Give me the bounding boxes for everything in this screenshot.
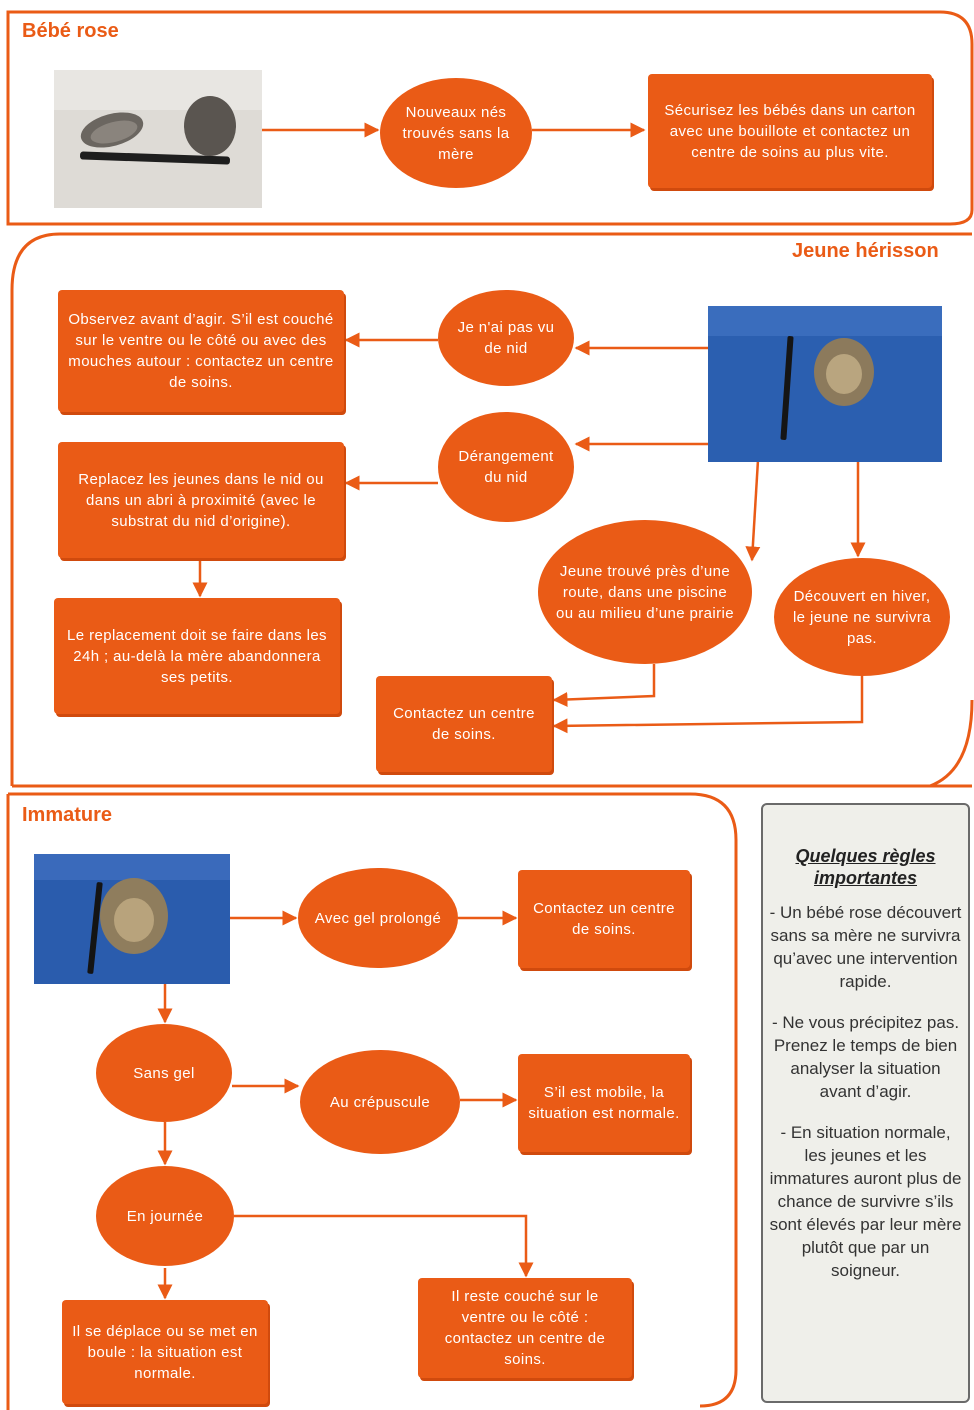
frame-immature xyxy=(8,792,738,1408)
action-secure-babies: Sécurisez les bébés dans un carton avec … xyxy=(648,74,932,188)
arrow-road-to-contact xyxy=(552,664,656,707)
arrow-winter-to-contact xyxy=(552,676,864,734)
frame-jeune xyxy=(10,232,974,788)
arrow-day-to-lying xyxy=(234,1214,534,1278)
rules-title: Quelques règles importantes xyxy=(795,846,936,888)
section-title-bebe-rose: Bébé rose xyxy=(22,20,119,42)
oval-no-nest-seen: Je n'ai pas vu de nid xyxy=(438,290,574,386)
frame-bebe-rose xyxy=(6,10,974,226)
rule-item: - En situation normale, les jeunes et le… xyxy=(769,1123,962,1280)
oval-nest-disturbed: Dérangement du nid xyxy=(438,412,574,522)
oval-at-dusk: Au crépuscule xyxy=(300,1050,460,1154)
action-mobile-normal: S’il est mobile, la situation est normal… xyxy=(518,1054,690,1152)
oval-prolonged-frost: Avec gel prolongé xyxy=(298,868,458,968)
section-title-jeune: Jeune hérisson xyxy=(792,240,939,262)
action-replace-24h: Le replacement doit se faire dans les 24… xyxy=(54,598,340,714)
oval-newborn-no-mother: Nouveaux nés trouvés sans la mère xyxy=(380,78,532,188)
section-title-immature: Immature xyxy=(22,804,113,826)
action-contact-care-center: Contactez un centre de soins. xyxy=(376,676,552,772)
rule-item: - Un bébé rose découvert sans sa mère ne… xyxy=(769,903,962,991)
action-replace-young: Replacez les jeunes dans le nid ou dans … xyxy=(58,442,344,558)
oval-found-road-pool: Jeune trouvé près d’une route, dans une … xyxy=(538,520,752,664)
young-hedgehog-photo xyxy=(708,306,942,462)
action-contact-frost: Contactez un centre de soins. xyxy=(518,870,690,968)
action-lying-contact: Il reste couché sur le ventre ou le côté… xyxy=(418,1278,632,1378)
oval-daytime: En journée xyxy=(96,1166,234,1266)
rules-panel: Quelques règles importantes - Un bébé ro… xyxy=(761,803,970,1403)
rule-item: - Ne vous précipitez pas. Prenez le temp… xyxy=(771,1013,960,1101)
action-observe: Observez avant d’agir. S’il est couché s… xyxy=(58,290,344,412)
action-moving-normal: Il se déplace ou se met en boule : la si… xyxy=(62,1300,268,1404)
baby-hedgehogs-photo xyxy=(54,70,262,208)
arrow-photo-to-road xyxy=(745,459,761,562)
immature-hedgehog-photo xyxy=(34,854,230,984)
oval-no-frost: Sans gel xyxy=(96,1024,232,1122)
oval-found-winter: Découvert en hiver, le jeune ne survivra… xyxy=(774,558,950,676)
